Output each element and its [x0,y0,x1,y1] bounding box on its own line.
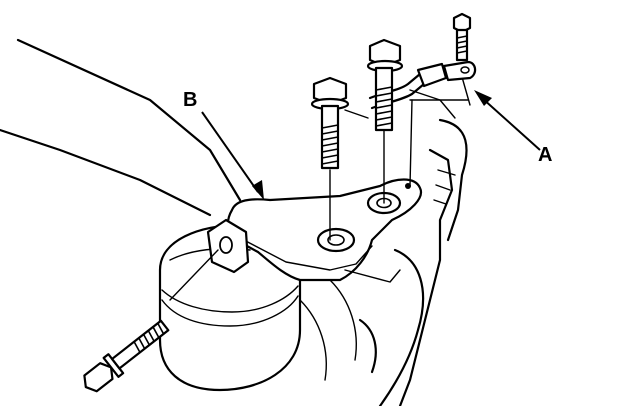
callout-arrow-b [201,111,264,200]
bolt-icon [366,38,404,132]
alignment-lines [169,69,471,301]
callout-label-a: A [538,144,553,166]
bracket-icon [226,178,423,283]
callout-label-b: B [183,89,198,111]
bolt-icon [452,12,472,62]
oil-filter-housing-icon [158,223,302,392]
engine-housing-outline [0,38,468,406]
callout-arrow-a [474,90,541,151]
ground-cable-icon [368,60,477,110]
bolt-icon [83,319,170,393]
bolt-icon [310,76,350,170]
housing-mount-tab [206,218,250,274]
